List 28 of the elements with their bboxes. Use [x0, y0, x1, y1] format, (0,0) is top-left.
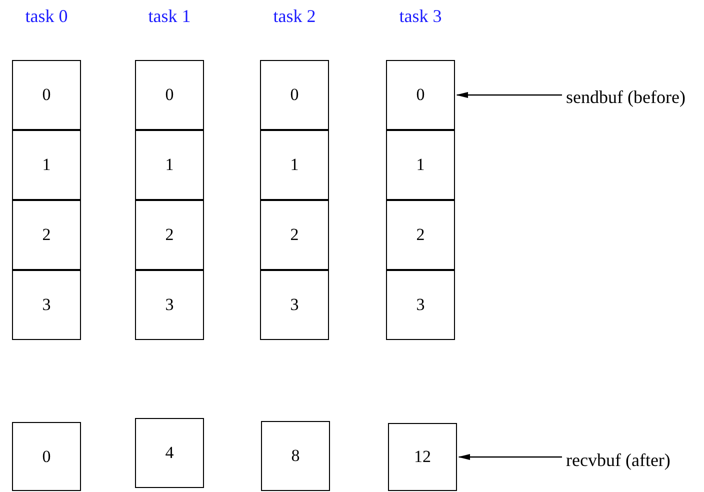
buffer-cell: 3	[386, 270, 455, 340]
task-label: task 3	[398, 6, 443, 27]
task-label: task 1	[147, 6, 192, 27]
buffer-cell: 2	[135, 200, 204, 270]
buffer-cell: 0	[260, 60, 329, 130]
buffer-cell: 4	[135, 418, 204, 488]
buffer-cell: 0	[135, 60, 204, 130]
buffer-cell: 8	[261, 421, 330, 491]
buffer-caption: recvbuf (after)	[566, 449, 670, 471]
buffer-cell: 1	[260, 130, 329, 200]
buffer-cell: 1	[386, 130, 455, 200]
task-label: task 2	[272, 6, 317, 27]
buffer-cell: 2	[386, 200, 455, 270]
buffer-cell: 0	[12, 60, 81, 130]
buffer-cell: 3	[260, 270, 329, 340]
buffer-cell: 12	[388, 423, 457, 491]
arrow	[458, 454, 562, 460]
buffer-cell: 0	[386, 60, 455, 130]
buffer-cell: 1	[135, 130, 204, 200]
task-label: task 0	[24, 6, 69, 27]
buffer-cell: 0	[12, 422, 81, 491]
buffer-caption: sendbuf (before)	[566, 86, 686, 108]
buffer-cell: 2	[260, 200, 329, 270]
buffer-cell: 3	[12, 270, 81, 340]
buffer-cell: 2	[12, 200, 81, 270]
buffer-cell: 1	[12, 130, 81, 200]
buffer-cell: 3	[135, 270, 204, 340]
arrow	[456, 92, 562, 98]
